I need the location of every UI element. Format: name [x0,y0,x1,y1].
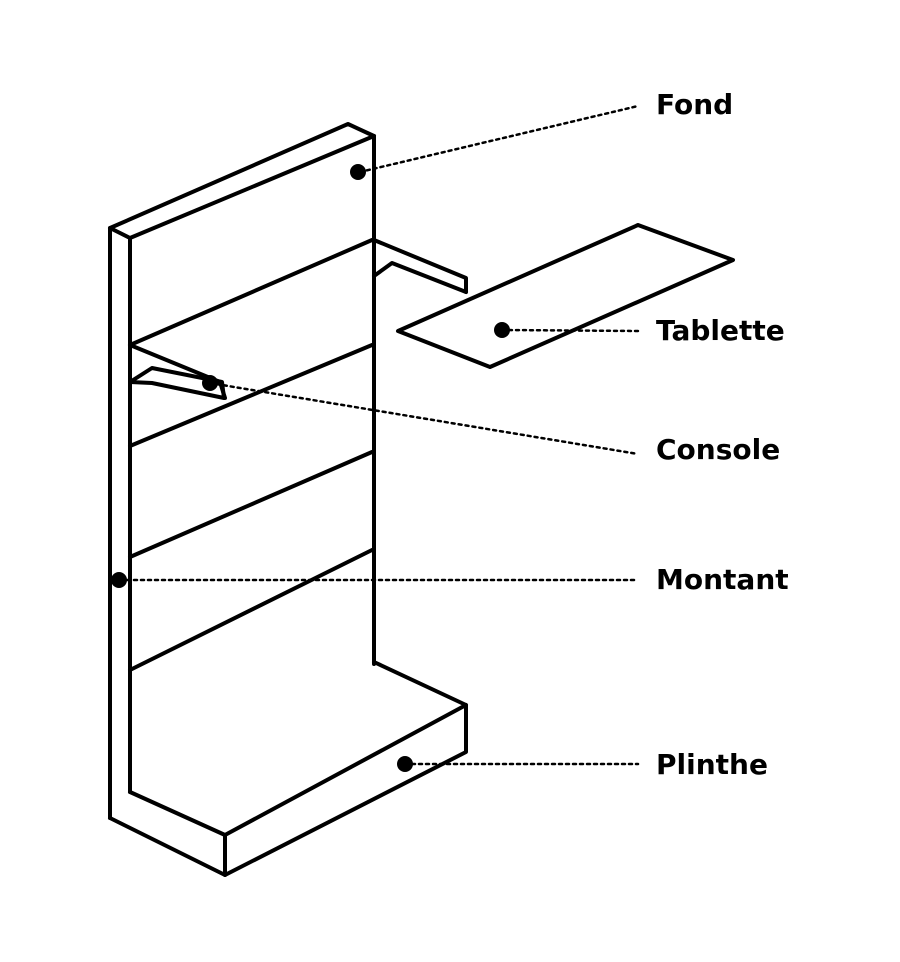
montant-upright [108,226,132,820]
fond-dot [350,164,366,180]
console-bracket-left [128,366,226,400]
label-tablette: Tablette [656,314,785,347]
panel-lines [128,238,374,672]
console-bracket-right [372,238,468,294]
label-console: Console [656,433,780,466]
plinthe-base [108,660,468,877]
tablette-dot [494,322,510,338]
tablette-leader [500,328,640,333]
tablette-shelf [396,223,735,369]
callout-labels: Fond Tablette Console Montant Plinthe [656,88,789,781]
fond-leader [358,104,640,174]
callout-dots [111,164,510,772]
label-plinthe: Plinthe [656,748,768,781]
plinthe-dot [397,756,413,772]
leader-lines [118,104,640,766]
console-dot [202,375,218,391]
label-fond: Fond [656,88,733,121]
montant-dot [111,572,127,588]
fond-panel [108,122,376,666]
label-montant: Montant [656,563,789,596]
console-leader [208,381,640,456]
